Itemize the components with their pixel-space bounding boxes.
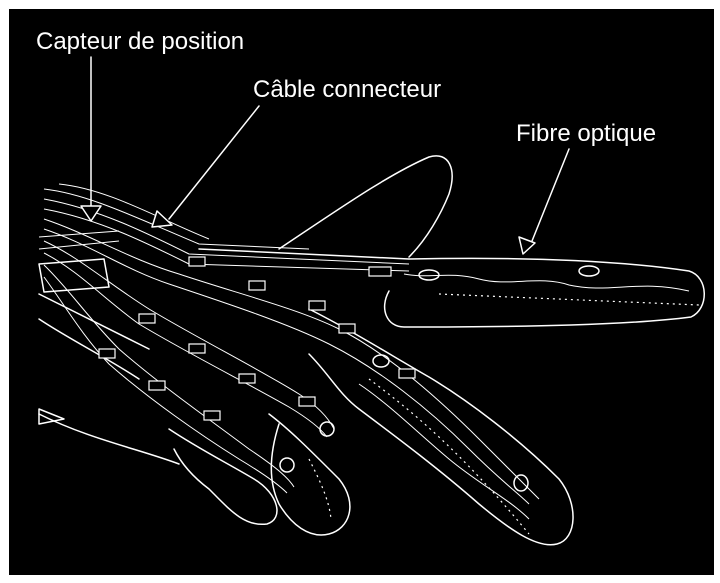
palm-outline — [39, 414, 179, 464]
little-finger-outline — [169, 429, 277, 524]
ring-finger-outline — [269, 414, 350, 535]
cable-bundle — [44, 184, 539, 504]
middle-finger-outline — [309, 309, 573, 545]
index-finger-outline — [199, 249, 704, 327]
fiber-connectors — [99, 257, 415, 420]
diagram-canvas: Capteur de position Câble connecteur Fib… — [9, 9, 714, 575]
optical-fiber-label: Fibre optique — [516, 121, 656, 147]
fiber-loops — [280, 266, 599, 491]
connector-cable-label: Câble connecteur — [253, 77, 441, 103]
thumb-outline — [279, 156, 452, 257]
position-sensor-label: Capteur de position — [36, 29, 244, 55]
position-sensor-block — [39, 231, 119, 292]
